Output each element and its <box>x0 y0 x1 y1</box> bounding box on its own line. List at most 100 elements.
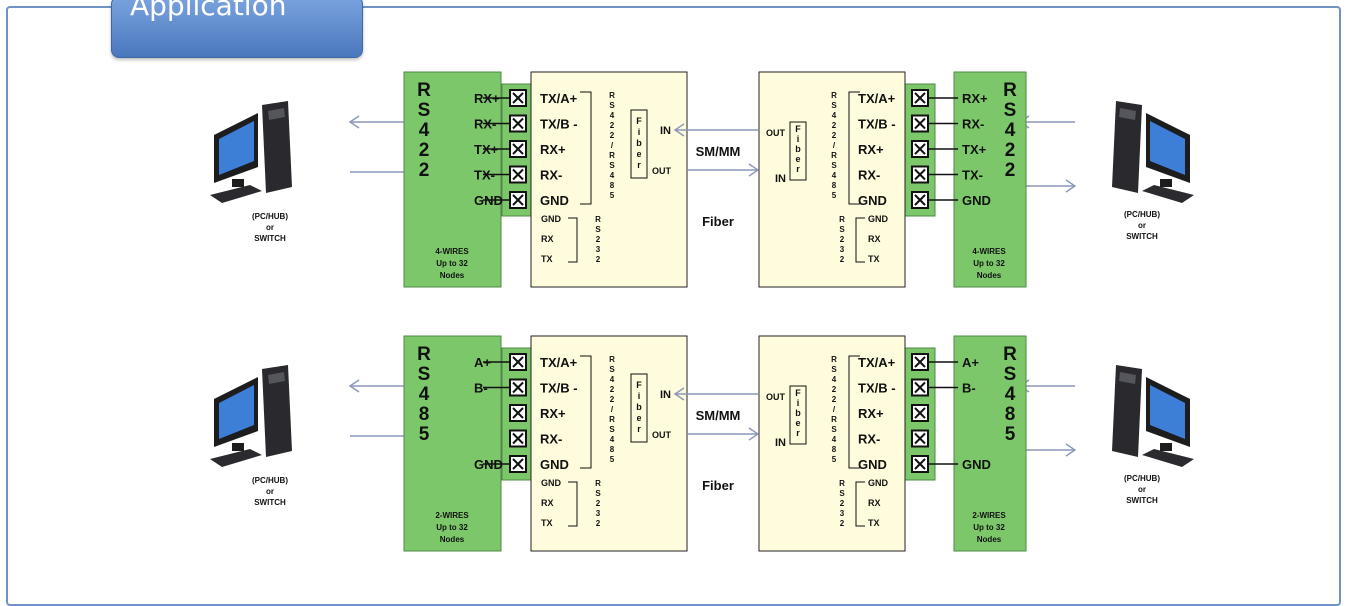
panel-1-right-terminal-label: RX- <box>858 432 880 447</box>
monitor-stand <box>232 179 244 187</box>
panel-0-right-terminal-label: GND <box>858 193 887 208</box>
tower-drive <box>1119 108 1136 120</box>
panel-0-right-rs422-485-vertical-char: S <box>831 101 837 110</box>
panel-1-left-rs422-485-vertical-char: R <box>609 415 615 424</box>
monitor-screen <box>219 385 254 439</box>
monitor-screen <box>1150 385 1185 439</box>
panel-0-right-rs422-485-vertical-char: 8 <box>832 181 837 190</box>
panel-0-right-rs422-485-vertical-char: / <box>833 141 836 150</box>
panel-1-right-standard-char: 5 <box>1005 424 1016 445</box>
panel-1-left-terminal-2-mark <box>512 407 524 419</box>
panel-0-right-fiber-vertical-char: e <box>795 154 800 164</box>
panel-1-left-rs232-label: TX <box>541 518 553 528</box>
monitor-stand <box>232 443 244 451</box>
panel-0-left-rs422-485-vertical-char: 4 <box>610 171 615 180</box>
panel-0-left-green-block <box>403 71 502 288</box>
panel-0-left-terminal-3-mark <box>512 168 524 181</box>
panel-1-left-standard-char: 4 <box>419 384 430 405</box>
panel-0-right-wires-note: Nodes <box>977 271 1002 280</box>
panel-0-left-rs422-485-vertical-char: R <box>609 91 615 100</box>
panel-1-left-terminal-label: TX/B - <box>540 381 578 396</box>
panel-0-right-rs422-485-vertical-char: R <box>831 91 837 100</box>
panel-1-right-wire-label: B- <box>962 381 976 396</box>
panel-1-right-rs422-485-vertical-char: 2 <box>832 385 837 394</box>
panel-1-left-terminal-3-mark <box>512 432 524 445</box>
panel-0-right-wire-label: TX+ <box>962 142 987 157</box>
panel-1-left-rs422-485-vertical-char: 8 <box>610 445 615 454</box>
panel-1-left-computer-icon <box>210 365 292 467</box>
panel-1-right-fiber-vertical-char: r <box>796 428 800 438</box>
panel-1-left-standard-char: S <box>418 364 431 385</box>
panel-0-fiber-rx-arrow-head <box>673 123 685 137</box>
panel-0-right-rs422-485-vertical-char: S <box>831 161 837 170</box>
panel-0-right-rs232-bracket <box>855 217 865 263</box>
panel-1-right-standard-char: 8 <box>1005 404 1016 425</box>
panel-0-left-rs232-vertical-char: 3 <box>596 245 601 254</box>
keyboard <box>210 449 262 467</box>
panel-1-fiber-rx-arrow-head <box>673 387 685 401</box>
panel-1-left-rs422-485-vertical-char: 4 <box>610 375 615 384</box>
panel-0-left-terminal-label: RX+ <box>540 142 566 157</box>
panel-1-left-fiber-vertical-char: b <box>636 402 642 412</box>
application-tab: Application <box>111 0 363 58</box>
panel-1-left-rs422-485-vertical-char: 5 <box>610 455 615 464</box>
panel-0-left-rs232-vertical-char: 2 <box>596 255 601 264</box>
tower-body <box>1112 365 1142 457</box>
panel-1-right-rs422-485-vertical-char: S <box>831 425 837 434</box>
panel-1-left-rs232-label: GND <box>541 478 562 488</box>
panel-0-right-out-label: OUT <box>766 128 786 138</box>
panel-1-left-terminal-4-mark <box>512 458 524 470</box>
tower-drive <box>1119 372 1136 384</box>
panel-1-right-rs232-vertical-char: R <box>839 479 845 488</box>
panel-0-link-bottom-label: Fiber <box>702 214 734 229</box>
panel-1-left-converter <box>530 335 688 552</box>
panel-0-right-wire-label: RX+ <box>962 91 988 106</box>
panel-1-right-wires-note: 2-WIRES <box>972 511 1006 520</box>
panel-0-left-terminal-4-mark <box>512 194 524 206</box>
panel-1-left-rs422-485-vertical-char: / <box>611 405 614 414</box>
panel-1-left-terminal-label: RX+ <box>540 406 566 421</box>
panel-0-left-standard-char: R <box>417 80 431 101</box>
panel-0-left-wires-note: Nodes <box>440 271 465 280</box>
panel-0-right-wire-label: RX- <box>962 117 984 132</box>
panel-1-right-device-label: SWITCH <box>1126 496 1158 505</box>
tower-drive <box>268 372 285 384</box>
panel-0-left-terminal-label: RX- <box>540 168 562 183</box>
panel-1-left-terminal-1-mark <box>512 381 524 394</box>
panel-0-left-rs232-label: GND <box>541 214 562 224</box>
panel-1-right-rs422-485-vertical-char: R <box>831 415 837 424</box>
monitor-stand <box>1160 179 1172 187</box>
panel-1-left-fiber-vertical-char: i <box>638 391 641 401</box>
panel-1-left-rs422-485-vertical-char: 2 <box>610 385 615 394</box>
panel-1-left-wires-note: 2-WIRES <box>435 511 469 520</box>
panel-1-left-rs422-485-vertical-char: S <box>609 365 615 374</box>
panel-1-right-rs232-bracket <box>855 481 865 527</box>
panel-0-right-rs422-485-vertical-char: 2 <box>832 131 837 140</box>
panel-1-left-out-label: OUT <box>652 430 672 440</box>
panel-0-left-terminal-0-mark <box>512 92 524 104</box>
panel-0-left-standard-char: 4 <box>419 120 430 141</box>
panel-1-right-out-label: OUT <box>766 392 786 402</box>
panel-0-left-rs232-label: RX <box>541 234 554 244</box>
panel-1-left-device-label: (PC/HUB) <box>252 476 288 485</box>
panel-1-right-wire-label: GND <box>962 457 991 472</box>
panel-0-left-wires-note: Up to 32 <box>436 259 468 268</box>
panel-0-right-standard-char: 4 <box>1005 120 1016 141</box>
panel-1-left-rs232-label: RX <box>541 498 554 508</box>
panel-1-left-terminal-label: TX/A+ <box>540 355 578 370</box>
panel-0-left-rs422-485-vertical-char: S <box>609 101 615 110</box>
panel-1-left-fiber-vertical-char: F <box>636 380 642 390</box>
panel-1-right-rs232-label: RX <box>868 498 881 508</box>
panel-0-right-rs422-485-vertical-char: 5 <box>832 191 837 200</box>
panel-0-left-out-label: OUT <box>652 166 672 176</box>
panel-1-left-standard-char: 5 <box>419 424 430 445</box>
panel-0-right-terminal-4-mark <box>914 194 926 206</box>
panel-1-fiber-tx-arrow-head <box>748 427 760 441</box>
panel-0-left-rs232-label: TX <box>541 254 553 264</box>
panel-0-right-computer-icon <box>1112 101 1194 203</box>
panel-1-right-device-label: (PC/HUB) <box>1124 474 1160 483</box>
panel-1-left-rs232-bracket <box>568 481 578 527</box>
panel-0-right-rs232-vertical-char: 3 <box>840 245 845 254</box>
panel-1-right-computer-icon <box>1112 365 1194 467</box>
panel-1-right-rs422-485-vertical-char: 8 <box>832 445 837 454</box>
